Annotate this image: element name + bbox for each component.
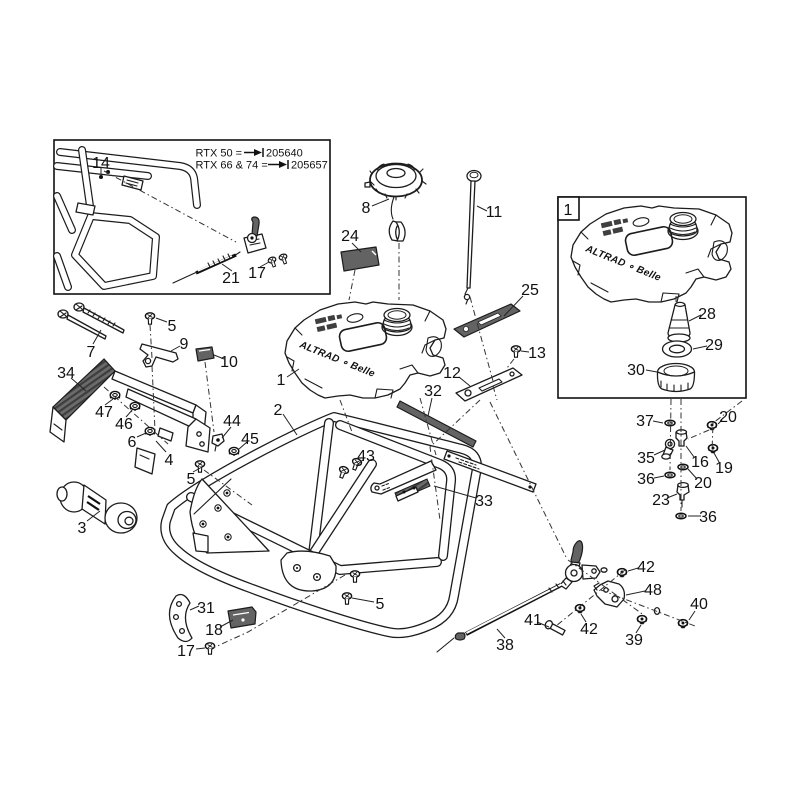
svg-text:11: 11	[486, 204, 503, 221]
svg-text:17: 17	[248, 265, 266, 282]
svg-text:32: 32	[424, 383, 442, 400]
svg-text:28: 28	[698, 306, 716, 323]
svg-text:45: 45	[241, 431, 259, 448]
svg-text:3: 3	[78, 520, 87, 537]
svg-text:38: 38	[496, 637, 514, 654]
svg-text:1: 1	[277, 372, 286, 389]
svg-text:29: 29	[705, 337, 723, 354]
svg-text:20: 20	[694, 475, 712, 492]
svg-text:12: 12	[443, 365, 461, 382]
svg-text:40: 40	[690, 596, 708, 613]
svg-text:41: 41	[524, 612, 542, 629]
svg-text:6: 6	[128, 434, 137, 451]
svg-text:42: 42	[580, 621, 598, 638]
svg-text:17: 17	[177, 643, 195, 660]
svg-text:24: 24	[341, 228, 359, 245]
svg-text:5: 5	[376, 596, 385, 613]
svg-text:13: 13	[528, 345, 546, 362]
svg-text:RTX 50 =: RTX 50 =	[196, 148, 243, 160]
svg-text:34: 34	[57, 365, 75, 382]
svg-text:19: 19	[715, 460, 733, 477]
svg-text:RTX 66 & 74 =: RTX 66 & 74 =	[196, 160, 268, 172]
svg-text:21: 21	[222, 270, 240, 287]
svg-text:23: 23	[652, 492, 670, 509]
svg-text:18: 18	[205, 622, 223, 639]
svg-text:36: 36	[699, 509, 717, 526]
svg-text:14: 14	[92, 155, 110, 172]
svg-text:205640: 205640	[266, 148, 303, 160]
svg-text:1: 1	[564, 202, 573, 219]
svg-text:39: 39	[625, 632, 643, 649]
svg-text:48: 48	[644, 582, 662, 599]
svg-text:25: 25	[521, 282, 539, 299]
svg-text:205657: 205657	[291, 160, 328, 172]
svg-text:5: 5	[187, 471, 196, 488]
svg-text:31: 31	[197, 600, 215, 617]
svg-text:46: 46	[115, 416, 133, 433]
svg-text:20: 20	[719, 409, 737, 426]
svg-text:47: 47	[95, 404, 113, 421]
svg-text:33: 33	[475, 493, 493, 510]
svg-text:36: 36	[637, 471, 655, 488]
svg-text:10: 10	[220, 354, 238, 371]
svg-text:8: 8	[362, 200, 371, 217]
svg-text:37: 37	[636, 413, 654, 430]
svg-text:16: 16	[691, 454, 709, 471]
svg-text:9: 9	[180, 336, 189, 353]
svg-text:30: 30	[627, 362, 645, 379]
svg-text:2: 2	[274, 402, 283, 419]
svg-text:42: 42	[637, 559, 655, 576]
svg-text:5: 5	[168, 318, 177, 335]
svg-text:4: 4	[165, 452, 174, 469]
svg-text:7: 7	[87, 344, 96, 361]
svg-text:35: 35	[637, 450, 655, 467]
svg-text:43: 43	[357, 448, 375, 465]
svg-text:44: 44	[223, 413, 241, 430]
